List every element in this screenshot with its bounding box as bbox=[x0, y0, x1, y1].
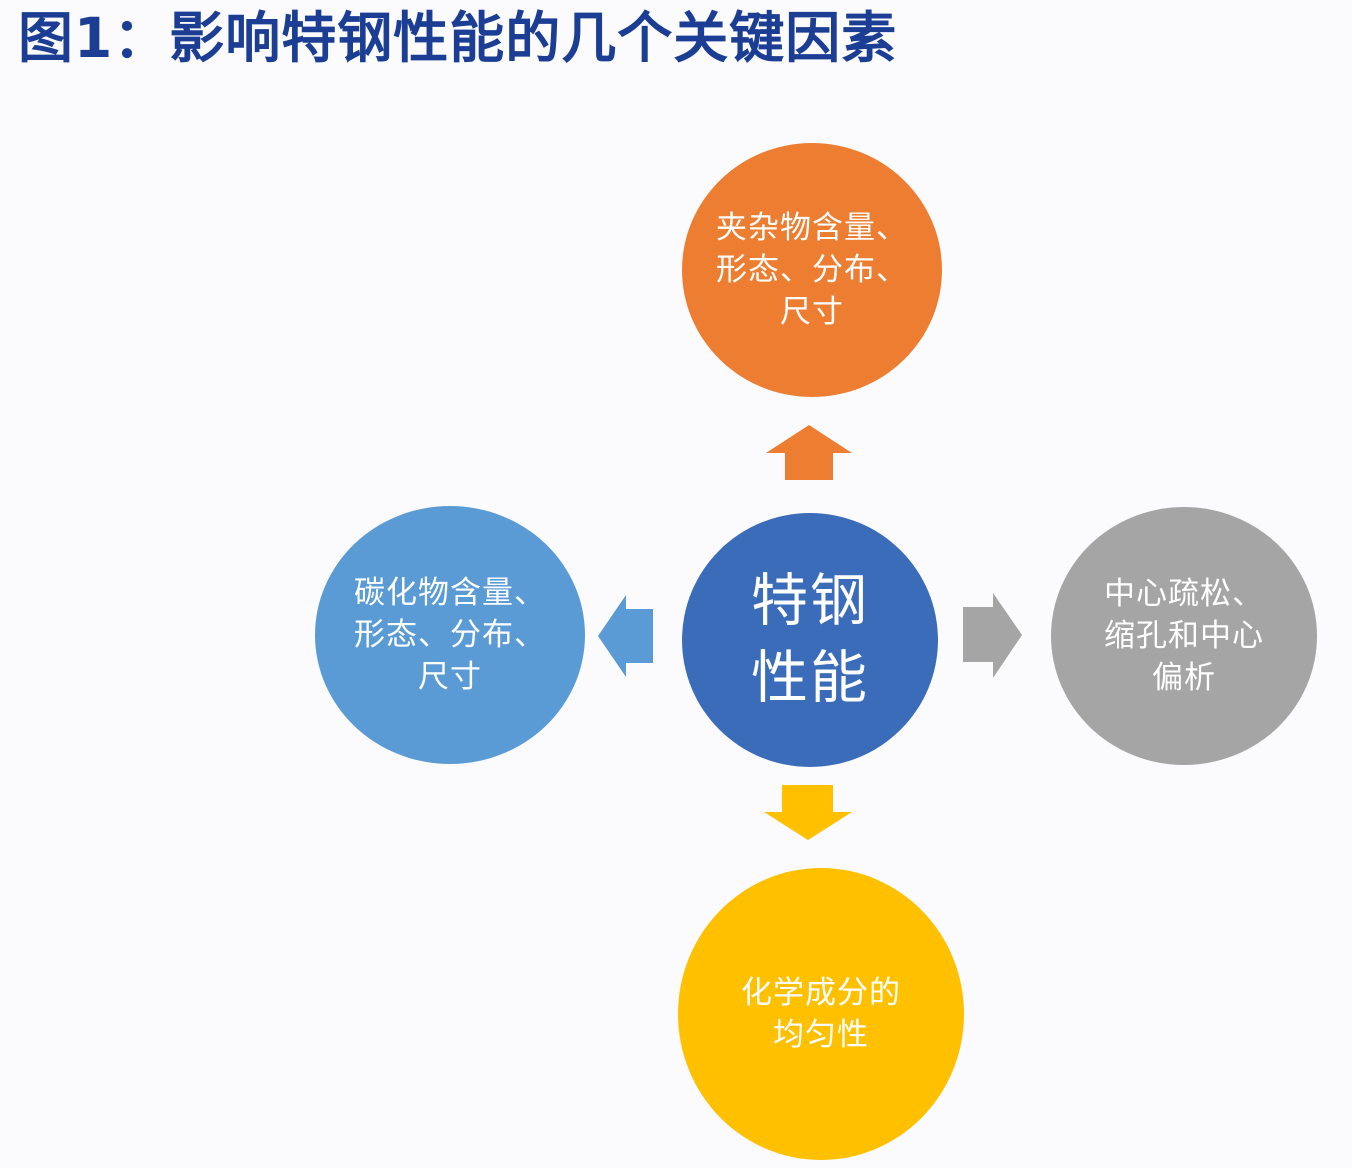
node-inclusions-line-1: 夹杂物含量、 bbox=[716, 210, 908, 246]
arrow-down-icon bbox=[764, 785, 852, 840]
node-center-performance-label: 特钢 性能 bbox=[751, 563, 869, 717]
node-chemical-uniformity-label: 化学成分的 均匀性 bbox=[741, 972, 901, 1056]
node-inclusions-circle: 夹杂物含量、 形态、分布、 尺寸 bbox=[682, 143, 942, 397]
node-carbides-line-1: 碳化物含量、 bbox=[354, 575, 546, 611]
node-carbides-line-3: 尺寸 bbox=[418, 659, 482, 695]
node-inclusions-line-3: 尺寸 bbox=[780, 294, 844, 330]
node-chemical-uniformity-circle: 化学成分的 均匀性 bbox=[678, 868, 964, 1160]
node-uniformity-line-2: 均匀性 bbox=[773, 1017, 869, 1053]
node-porosity-line-3: 偏析 bbox=[1152, 660, 1216, 696]
node-carbides-circle: 碳化物含量、 形态、分布、 尺寸 bbox=[315, 506, 585, 764]
arrow-up-icon bbox=[766, 425, 852, 480]
node-carbides-line-2: 形态、分布、 bbox=[354, 617, 546, 653]
node-center-porosity-circle: 中心疏松、 缩孔和中心 偏析 bbox=[1051, 507, 1317, 765]
arrow-right-icon bbox=[963, 593, 1022, 678]
node-inclusions-label: 夹杂物含量、 形态、分布、 尺寸 bbox=[716, 207, 908, 333]
node-center-line-1: 特钢 bbox=[751, 568, 869, 634]
figure-title: 图1：影响特钢性能的几个关键因素 bbox=[18, 6, 898, 70]
arrow-left-icon bbox=[598, 595, 653, 677]
node-porosity-line-1: 中心疏松、 bbox=[1104, 576, 1264, 612]
node-center-performance-circle: 特钢 性能 bbox=[682, 513, 938, 767]
node-porosity-line-2: 缩孔和中心 bbox=[1104, 618, 1264, 654]
node-inclusions-line-2: 形态、分布、 bbox=[716, 252, 908, 288]
node-center-line-2: 性能 bbox=[751, 645, 869, 711]
node-center-porosity-label: 中心疏松、 缩孔和中心 偏析 bbox=[1104, 573, 1264, 699]
node-uniformity-line-1: 化学成分的 bbox=[741, 975, 901, 1011]
node-carbides-label: 碳化物含量、 形态、分布、 尺寸 bbox=[354, 572, 546, 698]
